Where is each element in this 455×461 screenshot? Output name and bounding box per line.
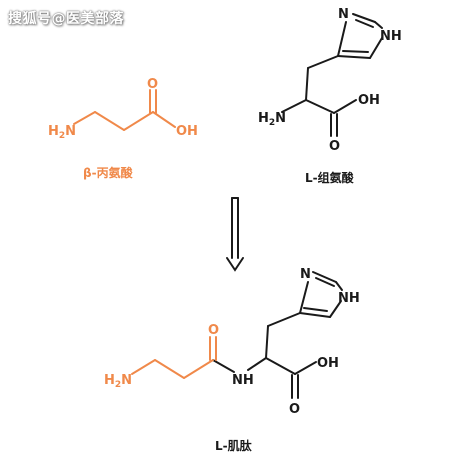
carnosine-carbonyl-o-label: O: [289, 402, 300, 417]
carnosine-amide-nh-label: NH: [232, 373, 254, 388]
beta-alanine-name: β-丙氨酸: [83, 165, 134, 180]
histidine-ring-n-label: N: [338, 7, 349, 22]
l-histidine-name: L-组氨酸: [305, 170, 355, 185]
carnosine-hydroxyl-label: OH: [317, 356, 339, 371]
l-carnosine-molecule: N NH O OH NH O H2N: [104, 267, 360, 453]
beta-alanine-carbonyl-o-label: O: [147, 77, 158, 92]
histidine-carbonyl-o-label: O: [329, 139, 340, 154]
beta-alanine-hydroxyl-label: OH: [176, 124, 198, 139]
reaction-arrow: [226, 197, 244, 272]
watermark: 搜狐号@医美部落: [8, 11, 124, 27]
histidine-ring-nh-label: NH: [380, 29, 402, 44]
l-histidine-molecule: N NH H2N O OH L-组氨酸: [258, 7, 402, 185]
carnosine-ring-nh-label: NH: [338, 291, 360, 306]
carnosine-amine-label: H2N: [104, 373, 132, 390]
carnosine-ring-n-label: N: [300, 267, 311, 282]
beta-alanine-amine-label: H2N: [48, 124, 76, 141]
beta-alanine-molecule: H2N O OH β-丙氨酸: [48, 77, 198, 180]
l-carnosine-name: L-肌肽: [215, 438, 253, 453]
histidine-hydroxyl-label: OH: [358, 93, 380, 108]
histidine-amine-label: H2N: [258, 111, 286, 128]
carnosine-amide-o-label: O: [208, 323, 219, 338]
